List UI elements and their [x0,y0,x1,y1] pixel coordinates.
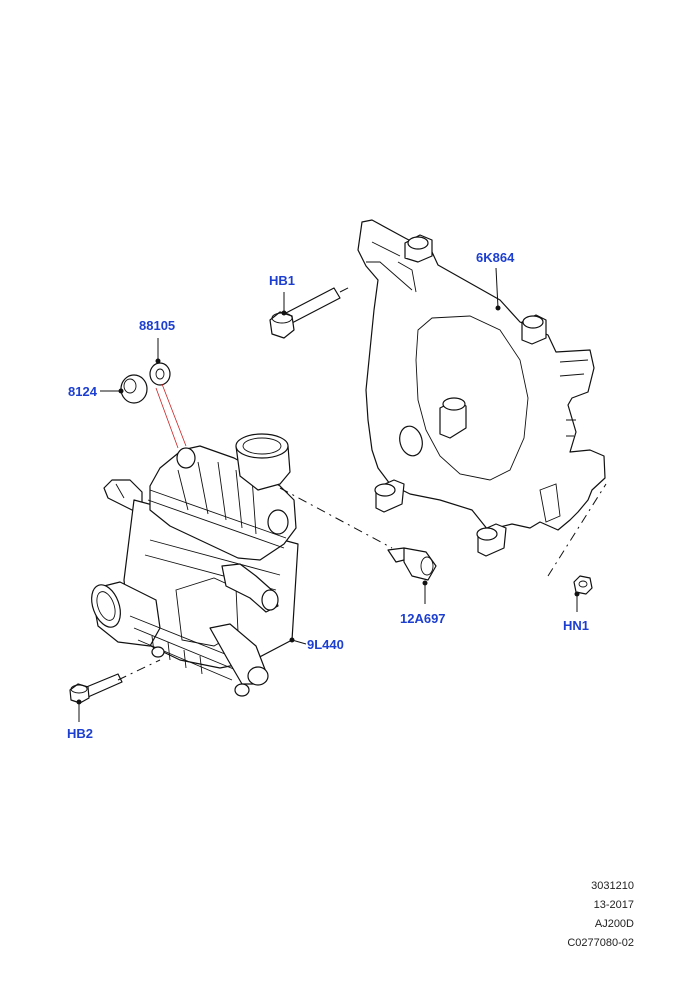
sensor-12a697 [387,547,437,581]
leader-lines [76,267,580,722]
bolt-hb1 [269,287,341,339]
callout-hb1: HB1 [269,273,296,288]
mounting-bracket [357,219,606,557]
callout-12a697: 12A697 [400,611,446,626]
callout-6k864: 6K864 [476,250,515,265]
callout-hb2: HB2 [67,726,94,741]
callout-88105: 88105 [139,318,176,333]
callout-8124: 8124 [68,384,97,399]
intercooler [91,433,299,697]
reference-line-4: C0277080-02 [567,937,634,949]
assembly-lines [117,285,607,681]
reference-line-1: 3031210 [591,880,634,892]
reference-line-2: 13-2017 [593,899,634,911]
nut-hn1 [573,575,593,595]
bolt-hb2 [69,673,123,704]
callout-9l440: 9L440 [307,637,344,652]
callout-hn1: HN1 [563,618,590,633]
insulator-8124 [120,374,148,404]
reference-block: 3031210 13-2017 AJ200D C0277080-02 [567,877,634,953]
reference-line-3: AJ200D [594,918,634,930]
washer-88105 [149,362,171,386]
